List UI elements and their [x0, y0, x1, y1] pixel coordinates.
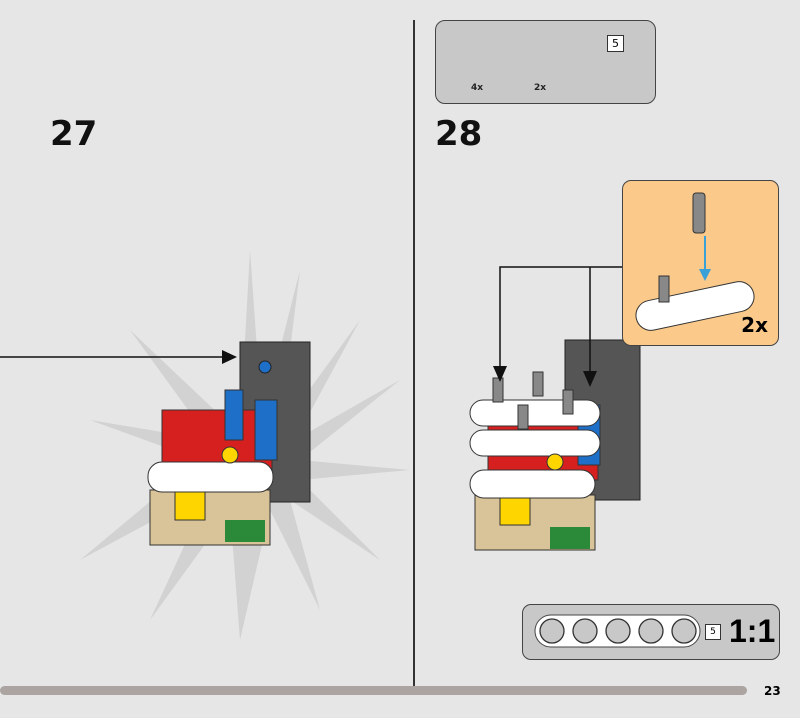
step-divider — [413, 20, 415, 686]
part-quantity: 2x — [534, 83, 547, 93]
model-step-27 — [147, 341, 311, 546]
arrows-step-28 — [499, 266, 622, 375]
page-number: 23 — [764, 684, 781, 698]
scale-label: 1:1 — [729, 613, 776, 649]
sub-assembly-callout: 2x — [622, 180, 779, 346]
arrow-head — [493, 366, 507, 382]
step-number: 28 — [435, 114, 483, 154]
model-step-28 — [469, 339, 641, 551]
callout-quantity: 2x — [741, 313, 768, 337]
part-length-badge: 5 — [607, 35, 624, 52]
part-ruler: 5 1:1 — [522, 604, 780, 660]
parts-list: 4x 2x 5 — [435, 20, 656, 104]
arrow-head — [583, 371, 597, 387]
callout-illustration — [635, 192, 755, 331]
ruler-length-badge: 5 — [705, 624, 721, 640]
step-number: 27 — [50, 114, 98, 154]
beam-5-ruler-icon — [534, 614, 701, 648]
part-quantity: 4x — [471, 83, 484, 93]
progress-bar — [0, 686, 747, 695]
arrow-step-27 — [0, 350, 237, 364]
